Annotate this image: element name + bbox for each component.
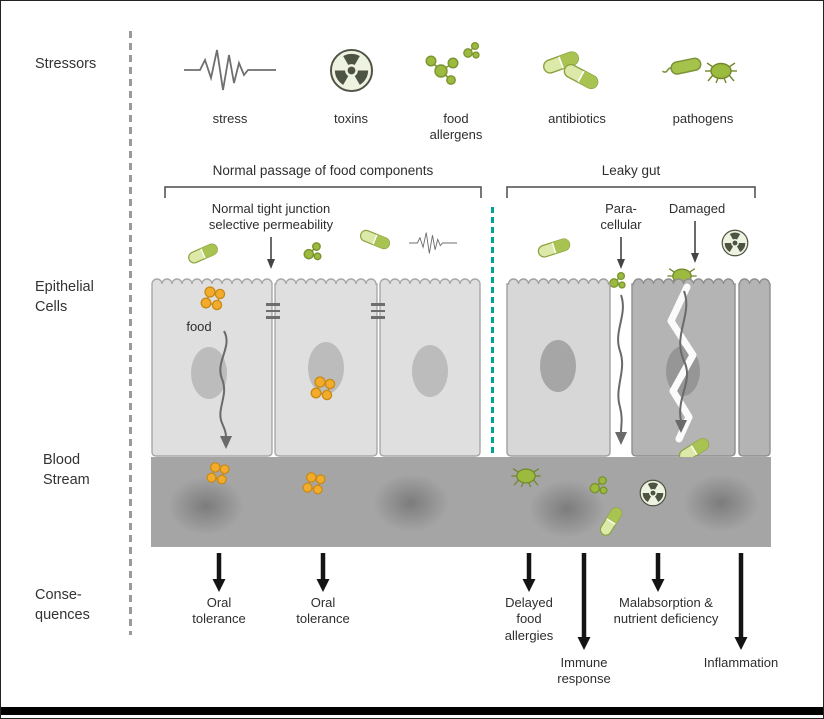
- stressor-label-stress: stress: [212, 111, 248, 126]
- row-divider-line: [129, 31, 132, 635]
- stressor-label-food-allergens: food allergens: [429, 111, 483, 143]
- annotation-damaged: Damaged: [668, 201, 726, 216]
- row-label-stressors: Stressors: [35, 56, 97, 72]
- row-label-blood-stream: Blood Stream: [43, 452, 90, 488]
- stress-waveform-icon: [184, 49, 276, 91]
- bracket-leaky-gut: [506, 186, 756, 198]
- epithelial-cell: [151, 278, 273, 457]
- epithelial-cell-partial: [738, 278, 771, 457]
- row-label-epithelial-cells: Epithelial Cells: [35, 279, 94, 315]
- food-molecule-icon: [302, 472, 326, 495]
- consequence-arrow-inflammation: [734, 553, 748, 650]
- consequence-arrow-oral-tolerance-2: [316, 553, 330, 592]
- consequence-arrow-immune-response: [577, 553, 591, 650]
- section-title-leaky-gut: Leaky gut: [601, 163, 661, 178]
- food-molecule-icon: [310, 376, 336, 401]
- food-molecule-icon: [206, 462, 230, 485]
- antibiotic-capsule-icon: [186, 241, 221, 266]
- annotation-food: food: [186, 319, 212, 334]
- paracellular-path-arrow: [615, 294, 627, 445]
- section-title-normal-passage: Normal passage of food components: [212, 163, 434, 178]
- consequence-label-malabsorption: Malabsorption & nutrient deficiency: [613, 595, 719, 627]
- food-molecule-icon: [200, 286, 226, 311]
- stressor-label-pathogens: pathogens: [672, 111, 734, 126]
- consequence-label-oral-tolerance-2: Oral tolerance: [296, 595, 350, 627]
- consequence-arrow-malabsorption: [651, 553, 665, 592]
- epithelial-cell-leaky: [506, 278, 611, 457]
- toxins-radiation-icon: [329, 48, 374, 93]
- mite-pathogen-icon: [511, 468, 541, 487]
- tight-junction-pointer-arrow: [267, 237, 275, 269]
- row-label-consequences: Conse- quences: [35, 587, 90, 623]
- consequence-label-delayed-food-allergies: Delayed food allergies: [504, 595, 554, 643]
- blood-cell-shadow: [168, 477, 244, 535]
- consequence-label-immune-response: Immune response: [557, 655, 611, 687]
- food-allergen-molecule-icon: [425, 55, 459, 85]
- consequence-label-inflammation: Inflammation: [703, 655, 779, 670]
- damaged-pointer-arrow: [691, 221, 699, 263]
- food-allergen-molecule-small-icon: [463, 41, 480, 59]
- antibiotic-capsule-icon: [536, 236, 573, 260]
- consequence-label-oral-tolerance-1: Oral tolerance: [192, 595, 246, 627]
- bracket-normal-passage: [164, 186, 482, 198]
- normal-leaky-divider-line: [491, 207, 494, 461]
- food-allergen-molecule-small-icon: [589, 476, 608, 495]
- stress-waveform-icon: [409, 232, 457, 254]
- antibiotic-capsule-icon: [358, 227, 393, 251]
- toxins-radiation-icon: [721, 229, 749, 257]
- consequence-arrow-delayed-allergies: [522, 553, 536, 592]
- blood-stream-band: [151, 457, 771, 547]
- toxins-radiation-icon: [639, 479, 667, 507]
- epithelial-cell: [274, 278, 378, 457]
- food-allergen-molecule-small-icon: [303, 242, 322, 261]
- stressor-label-toxins: toxins: [334, 111, 368, 126]
- blood-cell-shadow: [683, 474, 759, 532]
- consequence-arrow-oral-tolerance-1: [212, 553, 226, 592]
- paracellular-pointer-arrow: [617, 237, 625, 269]
- epithelial-cell: [379, 278, 481, 457]
- stressor-label-antibiotics: antibiotics: [548, 111, 606, 126]
- bacterium-pathogen-icon: [657, 49, 708, 86]
- bottom-rule: [1, 707, 823, 715]
- mite-pathogen-icon: [705, 62, 737, 83]
- transcellular-path-arrow: [219, 330, 232, 449]
- annotation-tight-junction: Normal tight junction selective permeabi…: [208, 201, 334, 233]
- blood-cell-shadow: [373, 474, 449, 532]
- annotation-paracellular: Para- cellular: [600, 201, 642, 233]
- damaged-cell-crack: [667, 283, 697, 443]
- antibiotic-capsule-icon: [561, 61, 602, 92]
- tight-junction-marks: [266, 303, 280, 323]
- tight-junction-marks: [371, 303, 385, 323]
